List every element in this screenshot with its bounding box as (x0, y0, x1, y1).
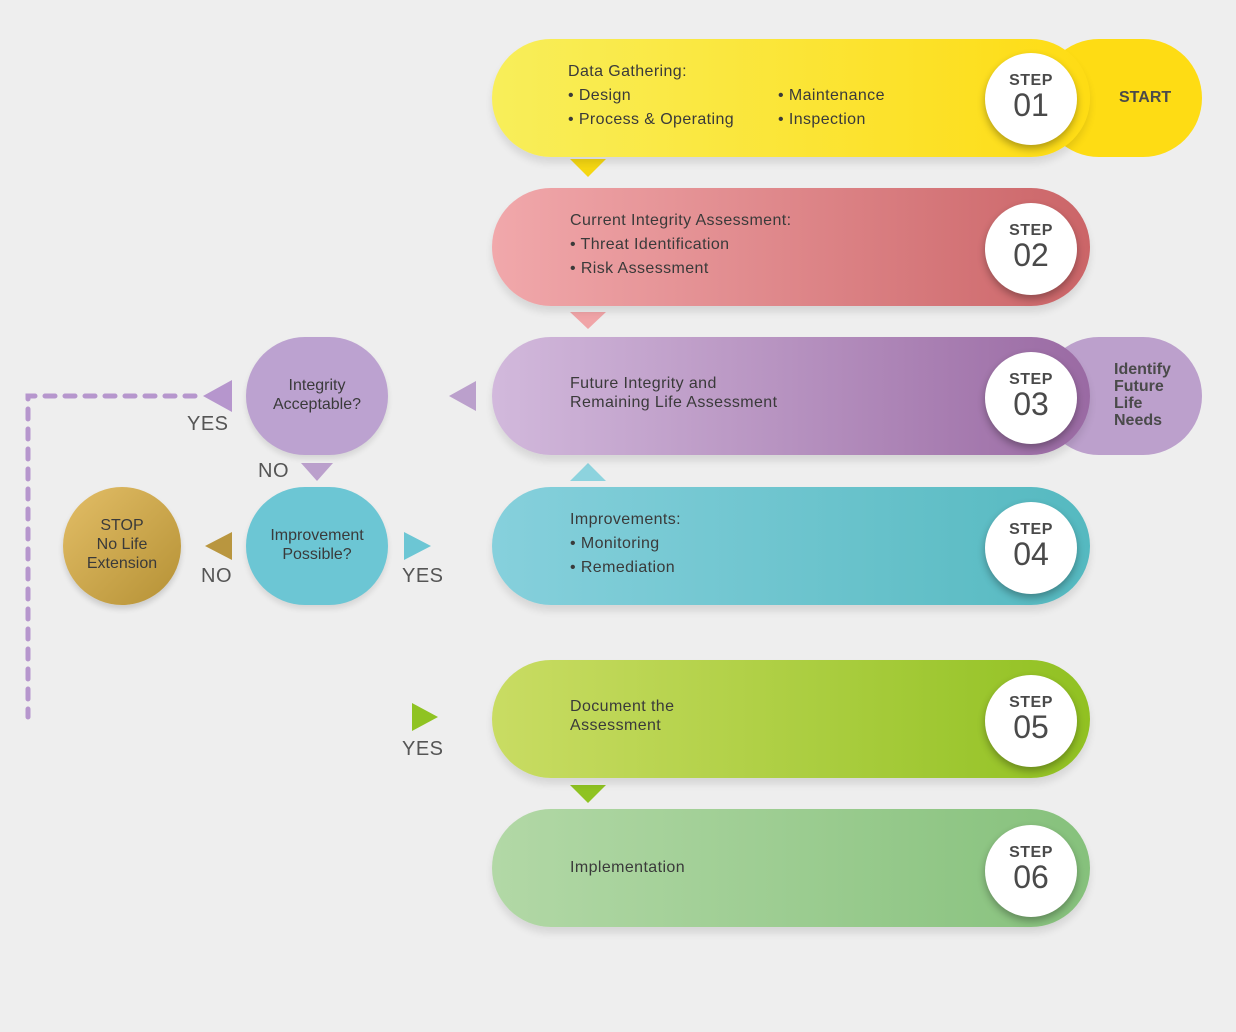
arrow-right-yes-icon (404, 532, 431, 560)
step-01-item-process: • Process & Operating (568, 111, 735, 128)
step-02-title: Current Integrity Assessment: (570, 212, 792, 229)
needs-label-4: Needs (1114, 412, 1163, 429)
step-01-badge-number: 01 (1013, 87, 1049, 123)
needs-label-3: Life (1114, 395, 1143, 412)
step-01-item-maintenance: • Maintenance (778, 87, 885, 104)
step-05-title-line-2: Assessment (570, 717, 662, 734)
arrow-right-document-icon (412, 703, 438, 731)
yes-loop-dashes-vertical (25, 393, 198, 720)
step-04-badge-number: 04 (1013, 536, 1049, 572)
start-label: START (1119, 89, 1172, 106)
arrow-left-to-integrity-icon (449, 381, 476, 411)
step-06-badge: STEP 06 (985, 825, 1077, 917)
integrity-line-2: Acceptable? (272, 396, 362, 413)
stop-line-1: STOP (100, 517, 144, 534)
step-01-title: Data Gathering: (568, 63, 687, 80)
document-yes-label: YES (402, 738, 444, 760)
step-01-badge-label: STEP (1009, 72, 1053, 89)
step-01-item-inspection: • Inspection (778, 111, 866, 128)
step-04-item-remediation: • Remediation (570, 559, 676, 576)
step-06-badge-label: STEP (1009, 844, 1053, 861)
step-04-badge: STEP 04 (985, 502, 1077, 594)
improvement-possible-circle: Improvement Possible? (246, 487, 388, 605)
step-06-title: Implementation (570, 859, 685, 876)
step-02-badge: STEP 02 (985, 203, 1077, 295)
step-02-badge-label: STEP (1009, 222, 1053, 239)
step-06-badge-number: 06 (1013, 859, 1049, 895)
integrity-no-label: NO (258, 460, 289, 482)
improvement-yes-label: YES (402, 565, 444, 587)
stop-circle: STOP No Life Extension (63, 487, 181, 605)
arrow-left-no-icon (205, 532, 232, 560)
step-04-item-monitoring: • Monitoring (570, 535, 660, 552)
improvement-line-1: Improvement (270, 527, 364, 544)
step-03-badge-label: STEP (1009, 371, 1053, 388)
arrow-down-step5-icon (570, 785, 606, 803)
step-03-title-line-1: Future Integrity and (570, 375, 717, 392)
step-03-title-line-2: Remaining Life Assessment (570, 394, 778, 411)
step-04-badge-label: STEP (1009, 521, 1053, 538)
integrity-acceptable-circle: Integrity Acceptable? (246, 337, 388, 455)
needs-label-2: Future (1114, 378, 1164, 395)
step-05-badge-label: STEP (1009, 694, 1053, 711)
needs-label-1: Identify (1114, 361, 1171, 378)
step-05-badge: STEP 05 (985, 675, 1077, 767)
arrow-up-step4-icon (570, 463, 606, 481)
step-02-item-threat: • Threat Identification (570, 236, 730, 253)
arrow-down-step2-icon (570, 312, 606, 329)
step-03-badge: STEP 03 (985, 352, 1077, 444)
arrow-left-yes-icon (203, 380, 232, 412)
integrity-line-1: Integrity (288, 377, 346, 394)
step-01-badge: STEP 01 (985, 53, 1077, 145)
step-05-title-line-1: Document the (570, 698, 675, 715)
step-05-badge-number: 05 (1013, 709, 1049, 745)
stop-line-3: Extension (86, 555, 158, 572)
step-02-badge-number: 02 (1013, 237, 1049, 273)
arrow-down-no-icon (301, 463, 333, 481)
integrity-yes-label: YES (187, 413, 229, 435)
improvement-no-label: NO (201, 565, 232, 587)
arrow-down-step1-icon (570, 159, 606, 177)
step-03-badge-number: 03 (1013, 386, 1049, 422)
step-04-title: Improvements: (570, 511, 682, 528)
improvement-line-2: Possible? (282, 546, 352, 563)
stop-line-2: No Life (96, 536, 148, 553)
step-02-item-risk: • Risk Assessment (570, 260, 709, 277)
step-01-item-design: • Design (568, 87, 632, 104)
